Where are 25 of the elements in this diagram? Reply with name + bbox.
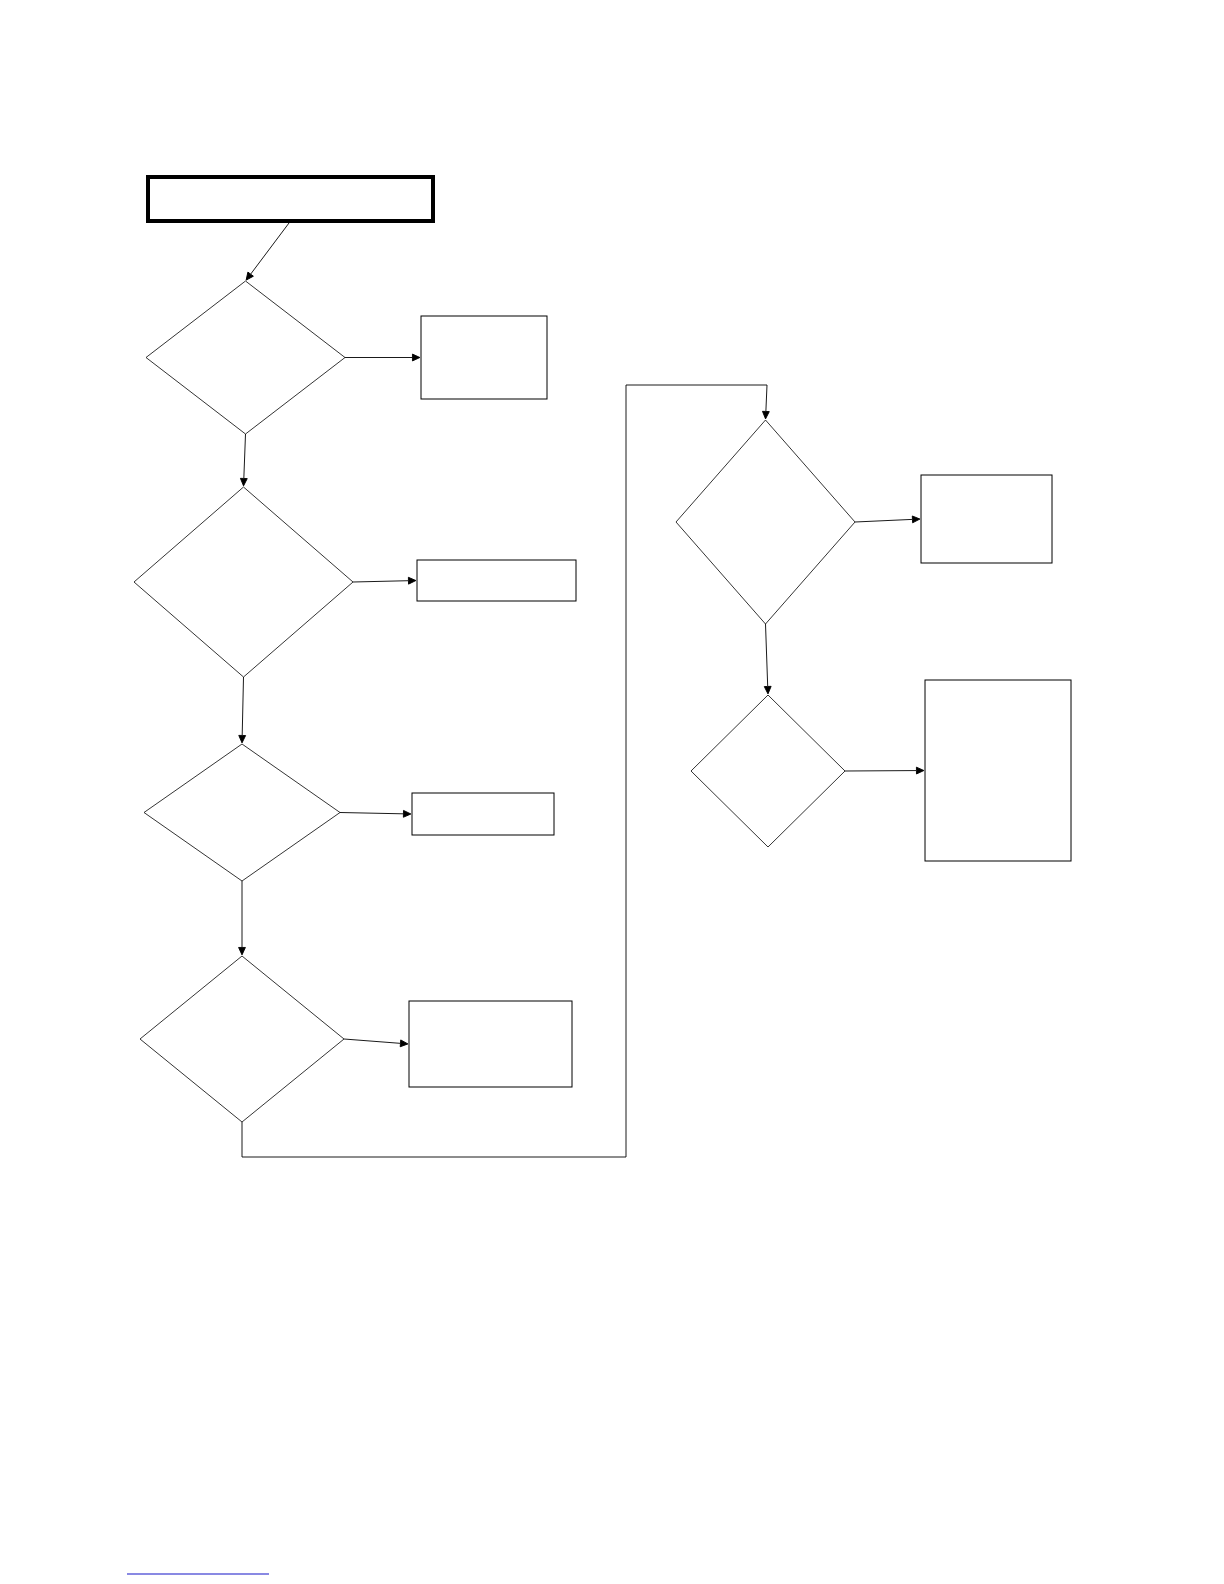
process-box (408, 1000, 573, 1088)
arrow (344, 353, 421, 362)
arrow (339, 809, 412, 818)
arrow (239, 433, 248, 487)
process-box (420, 315, 548, 400)
arrow (238, 880, 246, 956)
decision-diamond (675, 419, 856, 625)
process-box (416, 559, 577, 602)
decision-diamond (139, 955, 345, 1123)
arrow (844, 766, 925, 775)
process-box (924, 679, 1072, 862)
decision-diamond (133, 486, 354, 678)
start-box (146, 175, 435, 223)
arrow (763, 623, 772, 695)
decision-diamond (145, 280, 346, 435)
decision-diamond (690, 694, 846, 848)
arrow (352, 576, 417, 585)
process-box (411, 792, 555, 836)
arrow (245, 220, 291, 281)
decision-diamond (143, 743, 341, 882)
arrow (241, 384, 770, 1158)
arrow (238, 676, 247, 744)
arrow (343, 1038, 409, 1048)
arrow (854, 515, 921, 524)
process-box (920, 474, 1053, 564)
